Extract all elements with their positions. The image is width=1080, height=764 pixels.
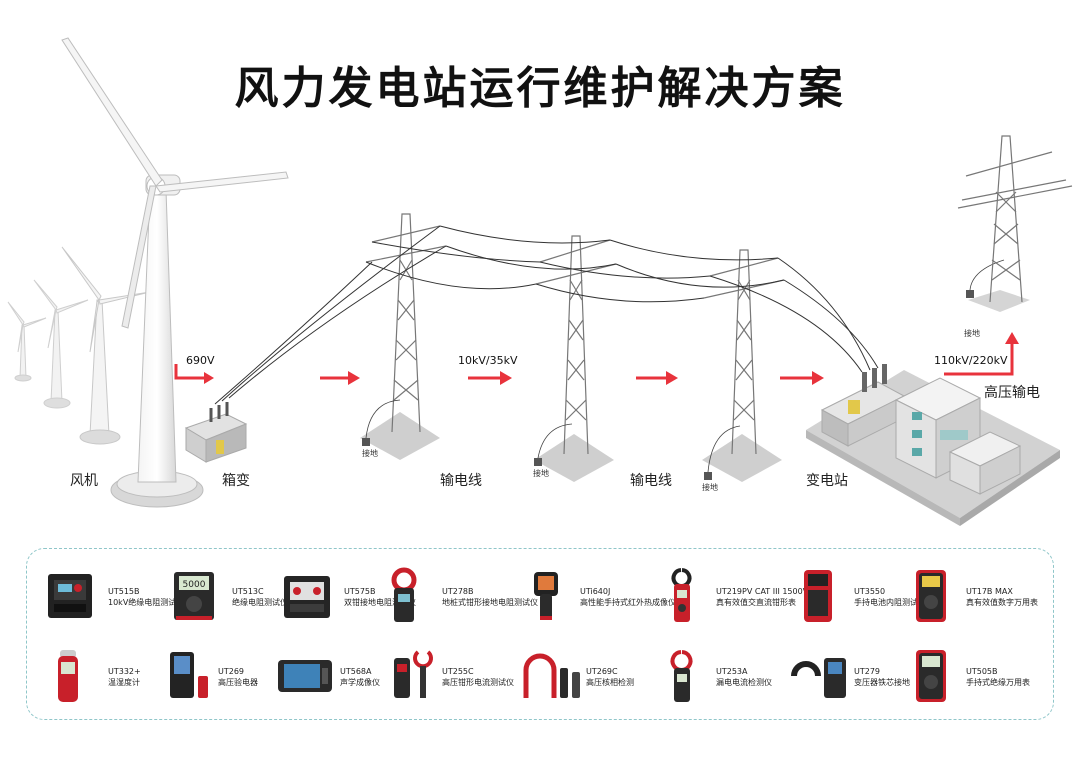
product-code: UT513C (232, 587, 264, 596)
product-code: UT269 (218, 667, 245, 676)
ground-label-1: 接地 (362, 449, 378, 458)
product-code: UT219PV CAT III 1500V (716, 587, 809, 596)
thermal-camera-icon (534, 572, 558, 620)
hv-detector-icon (170, 652, 208, 698)
product-11[interactable]: UT568A 声学成像仪 (276, 646, 476, 706)
wind-turbine-small-2 (33, 279, 89, 409)
label-substation: 变电站 (806, 473, 848, 489)
product-code: UT279 (854, 667, 881, 676)
product-2[interactable]: 5000 UT513C 绝缘电阻测试仪 (168, 566, 368, 626)
product-name: 10kV绝缘电阻测试仪 (108, 598, 185, 607)
product-code: UT269C (586, 667, 618, 676)
product-name: 高性能手持式红外热成像仪 (580, 598, 676, 607)
product-12[interactable]: UT255C 高压钳形电流测试仪 (378, 646, 578, 706)
product-6[interactable]: UT219PV CAT III 1500V 真有效值交直流钳形表 (652, 566, 852, 626)
label-transmission-line-1: 输电线 (440, 473, 482, 489)
product-name: 高压核相检测 (586, 678, 634, 687)
wind-turbine-small-1 (7, 301, 47, 382)
flow-arrows (174, 332, 1019, 385)
product-name: 高压验电器 (218, 678, 258, 687)
product-14[interactable]: UT253A 漏电电流检测仪 (652, 646, 852, 706)
clamp-meter-icon (671, 568, 692, 622)
voltage-110-220kv: 110kV/220kV (934, 354, 1008, 367)
wind-turbine-small-3 (61, 246, 151, 445)
product-13[interactable]: UT269C 高压核相检测 (522, 646, 722, 706)
product-code: UT278B (442, 587, 474, 596)
product-code: UT3550 (854, 587, 886, 596)
wind-turbine-main (61, 37, 289, 508)
high-voltage-tower (957, 135, 1073, 312)
product-15[interactable]: UT279 变压器铁芯接地 (790, 646, 990, 706)
product-4[interactable]: UT278B 地桩式钳形接地电阻测试仪 (378, 566, 578, 626)
product-name: 声学成像仪 (340, 678, 380, 687)
double-clamp-tester-case-icon (284, 576, 330, 618)
battery-tester-icon (804, 570, 832, 622)
ground-label-3: 接地 (702, 483, 718, 492)
ground-label-4: 接地 (964, 329, 980, 338)
transmission-tower-3 (703, 249, 785, 455)
voltage-690v: 690V (186, 354, 215, 367)
thermo-hygrometer-icon (58, 650, 78, 702)
power-lines (214, 225, 879, 405)
ground-wires (365, 259, 1005, 473)
product-name: 地桩式钳形接地电阻测试仪 (442, 598, 538, 607)
product-8[interactable]: UT17B MAX 真有效值数字万用表 (902, 566, 1080, 626)
product-code: UT332+ (108, 667, 141, 676)
product-name: 手持式绝缘万用表 (966, 678, 1030, 687)
product-code: UT253A (716, 667, 748, 676)
product-name: 双钳接地电阻测试仪 (344, 598, 416, 607)
product-name: 手持电池内阻测试仪 (854, 598, 926, 607)
product-name: 漏电电流检测仪 (716, 678, 772, 687)
product-3[interactable]: UT575B 双钳接地电阻测试仪 (280, 566, 480, 626)
product-1[interactable]: UT515B 10kV绝缘电阻测试仪 (44, 566, 244, 626)
product-code: UT515B (108, 587, 140, 596)
transformer-core-tester-icon (791, 658, 846, 698)
insulation-tester-icon: 5000 (174, 572, 214, 620)
product-9[interactable]: UT332+ 温湿度计 (44, 646, 244, 706)
product-name: 温湿度计 (108, 678, 140, 687)
product-name: 真有效值交直流钳形表 (716, 598, 796, 607)
product-code: UT255C (442, 667, 474, 676)
insulation-tester-case-icon (48, 574, 92, 618)
ground-label-2: 接地 (533, 469, 549, 478)
product-code: UT505B (966, 667, 998, 676)
product-7[interactable]: UT3550 手持电池内阻测试仪 (790, 566, 990, 626)
clamp-ground-tester-icon (391, 567, 417, 622)
insulation-multimeter-icon (916, 650, 946, 702)
label-box-transformer: 箱变 (222, 473, 250, 489)
label-transmission-line-2: 输电线 (630, 473, 672, 489)
product-16[interactable]: UT505B 手持式绝缘万用表 (902, 646, 1080, 706)
substation (806, 364, 1060, 526)
multimeter-icon (916, 570, 946, 622)
product-code: UT17B MAX (966, 587, 1013, 596)
product-5[interactable]: UTi640J 高性能手持式红外热成像仪 (516, 566, 716, 626)
product-name: 高压钳形电流测试仪 (442, 678, 514, 687)
product-code: UT575B (344, 587, 376, 596)
product-code: UTi640J (580, 587, 611, 596)
transmission-tower-1 (365, 213, 447, 433)
acoustic-imager-icon (278, 660, 332, 692)
phase-checker-icon (523, 653, 580, 698)
leakage-clamp-icon (670, 650, 693, 702)
product-name: 真有效值数字万用表 (966, 598, 1038, 607)
voltage-10-35kv: 10kV/35kV (458, 354, 518, 367)
product-code: UT568A (340, 667, 372, 676)
product-name: 绝缘电阻测试仪 (232, 598, 288, 607)
box-transformer (184, 402, 248, 463)
product-panel (26, 548, 1054, 720)
product-name: 变压器铁芯接地 (854, 678, 910, 687)
label-high-voltage: 高压输电 (984, 385, 1040, 401)
product-10[interactable]: UT269 高压验电器 (154, 646, 354, 706)
page-title: 风力发电站运行维护解决方案 (234, 63, 846, 114)
hv-clamp-tester-icon (394, 650, 433, 698)
transmission-tower-2 (535, 235, 617, 455)
label-wind-turbine: 风机 (70, 473, 98, 489)
svg-text:5000: 5000 (183, 580, 206, 590)
